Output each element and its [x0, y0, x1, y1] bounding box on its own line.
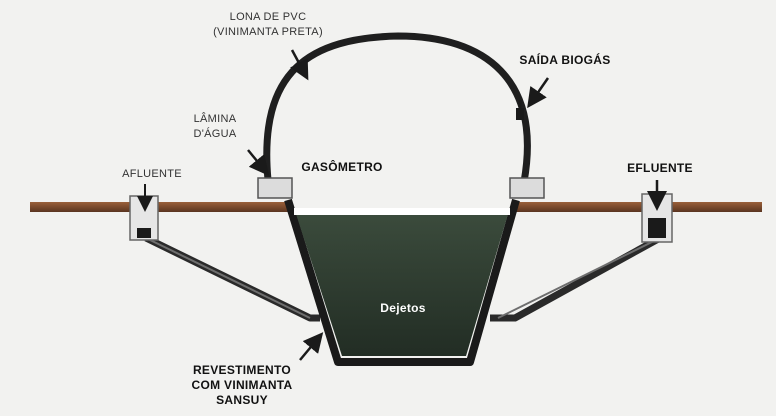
arrow-icon [290, 49, 309, 81]
arrow-icon [527, 77, 550, 109]
slurry-fill [296, 214, 508, 356]
label-lona-line1: LONA DE PVC [230, 11, 307, 23]
ground-left [30, 202, 292, 212]
label-lamina-line2: D'ÁGUA [193, 127, 236, 140]
arrow-icon [299, 332, 324, 361]
label-gasometro: GASÔMETRO [301, 159, 382, 174]
biogas-valve-icon [516, 100, 524, 120]
label-lamina-line1: LÂMINA [194, 112, 237, 125]
label-revest-line3: SANSUY [216, 393, 268, 407]
ground-right [512, 202, 762, 212]
pit-liner [284, 198, 520, 366]
label-saida-biogas: SAÍDA BIOGÁS [519, 52, 610, 67]
inlet-box [129, 195, 159, 241]
label-revest-line2: COM VINIMANTA [191, 378, 292, 392]
label-lona-line2: (VINIMANTA PRETA) [213, 26, 323, 38]
water-seal-right [509, 177, 545, 199]
label-afluente: AFLUENTE [122, 168, 182, 180]
label-revest-line1: REVESTIMENTO [193, 363, 291, 377]
label-dejetos: Dejetos [380, 301, 425, 315]
label-efluente: EFLUENTE [627, 161, 693, 175]
arrow-icon [247, 149, 270, 176]
water-seal-left [257, 177, 293, 199]
